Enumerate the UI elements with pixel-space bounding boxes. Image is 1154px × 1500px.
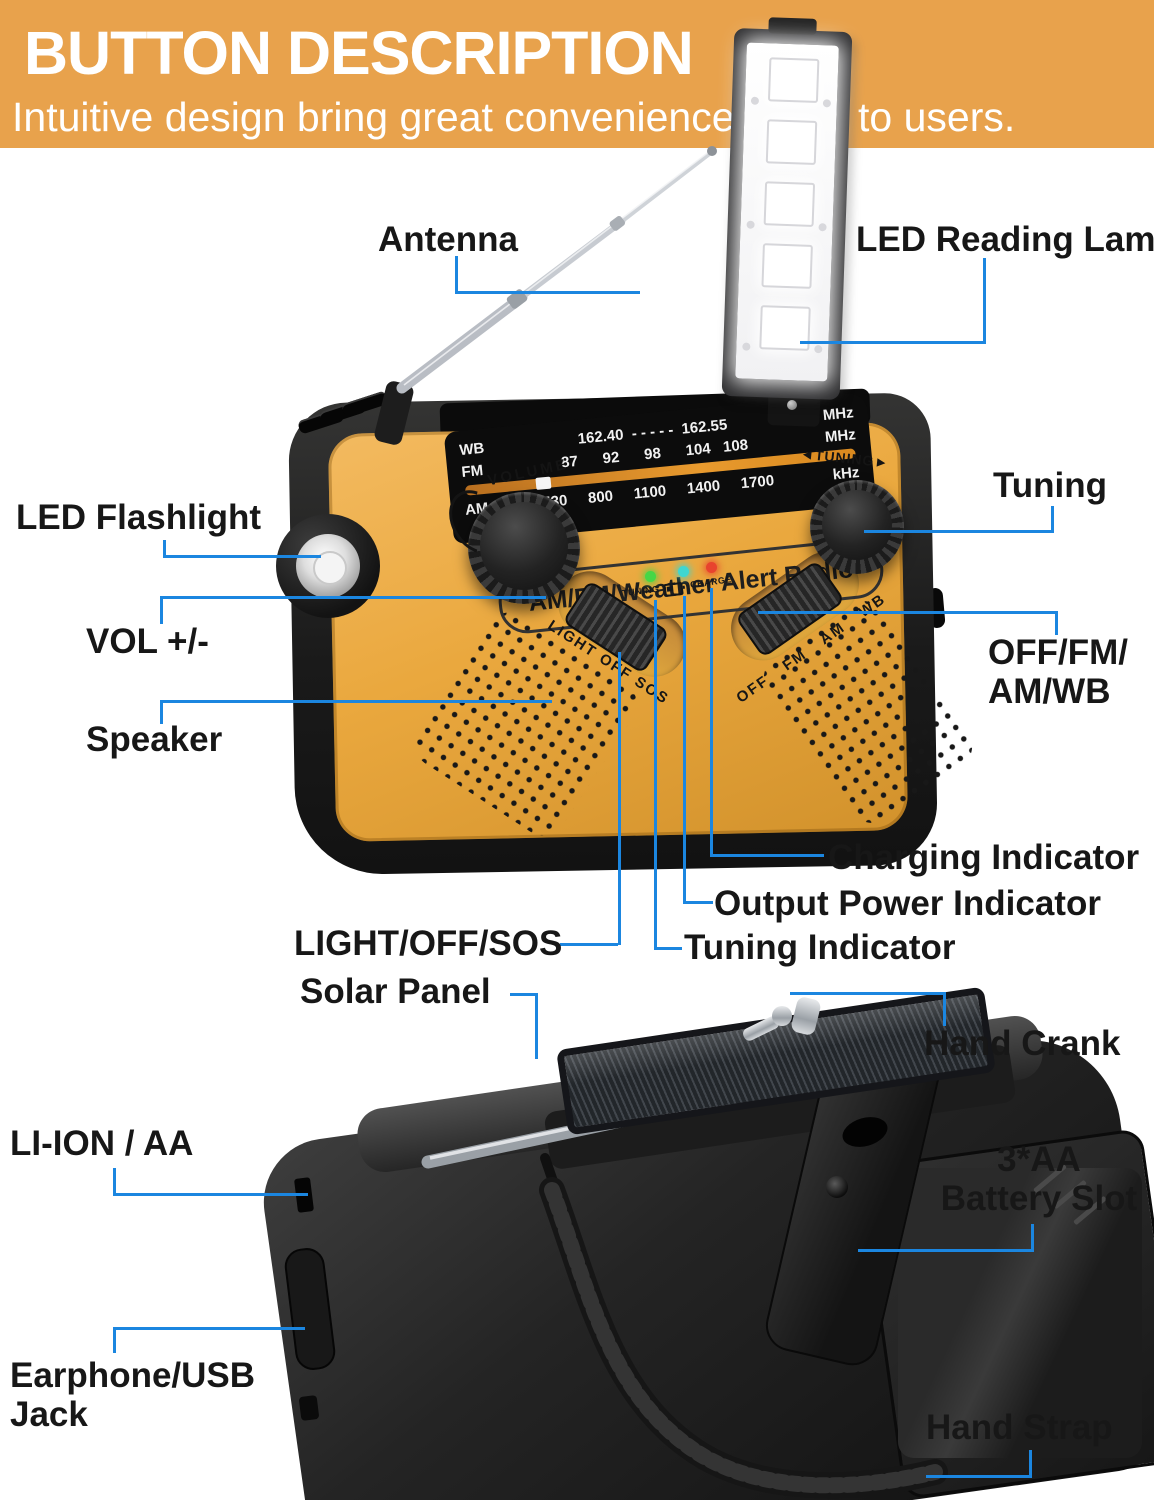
callout-speaker bbox=[160, 700, 163, 724]
label-li-ion: LI-ION / AA bbox=[10, 1124, 194, 1163]
label-battery-line2: Battery Slot bbox=[940, 1179, 1138, 1218]
crank-hinge bbox=[772, 1006, 792, 1026]
label-mode-line1: OFF/FM/ bbox=[988, 633, 1128, 672]
volume-knob[interactable] bbox=[468, 492, 580, 604]
charge-led bbox=[706, 562, 717, 573]
label-earphone-line2: Jack bbox=[10, 1395, 88, 1434]
label-tuning: Tuning bbox=[993, 466, 1108, 505]
lamp-rivet bbox=[822, 99, 832, 108]
callout-solar-panel bbox=[535, 993, 538, 1059]
solar-panel-shine bbox=[563, 994, 982, 1085]
callout-tuning-indicator bbox=[654, 600, 657, 950]
label-light-off-sos: LIGHT/OFF/SOS bbox=[294, 924, 563, 963]
led-reading-lamp-illustration bbox=[721, 17, 853, 400]
label-speaker: Speaker bbox=[86, 720, 223, 759]
label-output-power-indicator: Output Power Indicator bbox=[714, 884, 1101, 923]
dial-unit: MHz bbox=[824, 425, 857, 446]
volume-knob-face bbox=[480, 502, 568, 590]
lamp-rivet bbox=[818, 223, 827, 232]
lamp-rivet bbox=[742, 342, 751, 351]
callout-li-ion bbox=[113, 1193, 308, 1196]
callout-earphone bbox=[113, 1327, 116, 1353]
lamp-panel bbox=[735, 42, 839, 382]
lamp-rivet bbox=[750, 96, 760, 105]
label-earphone: Earphone/USB Jack bbox=[10, 1356, 255, 1434]
callout-hand-crank bbox=[790, 992, 946, 995]
lamp-rivet bbox=[814, 345, 823, 354]
callout-vol bbox=[160, 596, 163, 624]
callout-tuning bbox=[1051, 506, 1054, 532]
tuning-knob-face bbox=[822, 490, 892, 560]
lamp-cap bbox=[768, 17, 817, 35]
label-mode: OFF/FM/ AM/WB bbox=[988, 633, 1128, 711]
callout-earphone bbox=[113, 1327, 305, 1330]
callout-charging bbox=[710, 588, 713, 856]
led-flashlight-illustration bbox=[276, 514, 380, 618]
lamp-hinge-screw bbox=[787, 400, 797, 410]
label-tuning-indicator: Tuning Indicator bbox=[684, 928, 956, 967]
led-square bbox=[767, 57, 820, 104]
label-hand-crank: Hand Crank bbox=[924, 1024, 1121, 1063]
callout-mode bbox=[1055, 611, 1058, 635]
label-led-flashlight: LED Flashlight bbox=[16, 498, 261, 537]
subtitle-right: to users. bbox=[858, 94, 1016, 140]
label-charging-indicator: Charging Indicator bbox=[828, 838, 1140, 877]
output-power-led bbox=[678, 566, 689, 577]
callout-battery-slot bbox=[858, 1249, 1034, 1252]
callout-hand-strap bbox=[1029, 1450, 1032, 1478]
header-banner: BUTTON DESCRIPTION Intuitive design brin… bbox=[0, 0, 1154, 148]
led-square bbox=[759, 305, 811, 351]
callout-speaker bbox=[160, 700, 552, 703]
callout-led-reading-lamp bbox=[983, 258, 986, 344]
label-led-reading-lamp: LED Reading Lamp bbox=[856, 220, 1154, 259]
label-battery-slot: 3*AA Battery Slot bbox=[925, 1140, 1153, 1218]
callout-output-power bbox=[683, 596, 686, 904]
callout-vol bbox=[160, 596, 546, 599]
led-square bbox=[763, 181, 816, 227]
callout-battery-slot bbox=[1031, 1224, 1034, 1252]
callout-light-off-sos bbox=[618, 652, 621, 945]
callout-antenna bbox=[455, 291, 640, 294]
battery-icon bbox=[663, 581, 684, 598]
callout-tuning bbox=[864, 530, 1054, 533]
label-earphone-line1: Earphone/USB bbox=[10, 1356, 256, 1395]
callout-hand-crank bbox=[943, 992, 946, 1026]
led-square bbox=[765, 119, 818, 165]
label-vol: VOL +/- bbox=[86, 622, 209, 661]
callout-mode bbox=[758, 611, 1058, 614]
callout-antenna bbox=[455, 256, 458, 294]
side-screw bbox=[298, 1394, 320, 1422]
subtitle-left: Intuitive design bring great convenience bbox=[12, 94, 735, 140]
tuning-knob[interactable] bbox=[810, 480, 904, 574]
dial-band: WB bbox=[458, 439, 486, 459]
flashlight-lens bbox=[296, 534, 360, 598]
crank-arm-screw bbox=[826, 1176, 848, 1198]
battery-icon-fill bbox=[666, 586, 674, 592]
callout-led-flashlight bbox=[163, 540, 166, 558]
callout-li-ion bbox=[113, 1168, 116, 1196]
led-square bbox=[761, 243, 813, 289]
label-antenna: Antenna bbox=[378, 220, 518, 259]
callout-led-reading-lamp bbox=[800, 341, 986, 344]
label-solar-panel: Solar Panel bbox=[300, 972, 491, 1011]
label-battery-line1: 3*AA bbox=[997, 1140, 1081, 1179]
callout-led-flashlight bbox=[163, 555, 321, 558]
page-title: BUTTON DESCRIPTION bbox=[24, 19, 694, 87]
callout-output-power bbox=[683, 901, 713, 904]
callout-light-off-sos bbox=[560, 943, 618, 946]
callout-charging bbox=[710, 854, 824, 857]
lamp-rivet bbox=[746, 220, 755, 229]
tuning-led bbox=[645, 571, 656, 582]
label-mode-line2: AM/WB bbox=[988, 672, 1111, 711]
label-hand-strap: Hand Strap bbox=[926, 1408, 1113, 1447]
callout-solar-panel bbox=[510, 993, 538, 996]
callout-hand-strap bbox=[926, 1475, 1032, 1478]
callout-tuning-indicator bbox=[654, 947, 682, 950]
